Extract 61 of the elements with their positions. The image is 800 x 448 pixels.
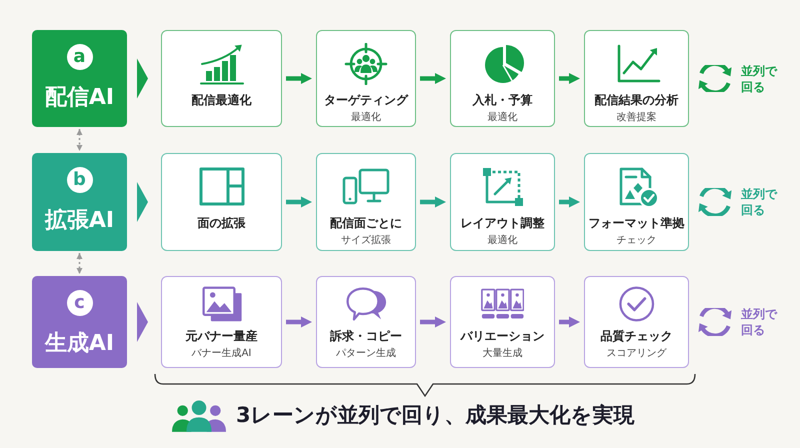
step-subtitle: サイズ拡張 (341, 234, 391, 247)
step-title: 配信面ごとに (330, 216, 402, 231)
arrow (420, 73, 446, 84)
parallel-note: 並列で回る (741, 186, 778, 218)
parallel-note: 並列で回る (741, 62, 778, 94)
step-title: フォーマット準拠 (588, 216, 684, 231)
arrow (286, 73, 312, 84)
step-card (161, 276, 282, 368)
step-card (161, 30, 282, 127)
step-title: 入札・予算 (472, 93, 532, 108)
lane-card (32, 153, 127, 251)
step-subtitle: スコアリング (606, 347, 666, 360)
step-title: バリエーション (460, 329, 544, 344)
step-title: 訴求・コピー (330, 329, 402, 344)
lane-title: 配信AI (44, 85, 114, 111)
arrow (286, 196, 312, 208)
parallel-note: 並列で回る (741, 306, 778, 338)
step-title: 配信最適化 (192, 93, 252, 108)
step-title: 元バナー量産 (186, 329, 258, 344)
step-title: レイアウト調整 (460, 216, 544, 231)
arrow (420, 316, 446, 328)
lane-letter: c (66, 290, 92, 316)
chevron-arrow (137, 58, 148, 98)
step-card (316, 30, 416, 127)
step-card (316, 153, 416, 251)
step-subtitle: 最適化 (351, 111, 381, 124)
arrow (559, 73, 580, 84)
step-title: 品質チェック (600, 329, 672, 344)
step-card (450, 153, 555, 251)
arrow (559, 196, 580, 208)
arrow (559, 316, 580, 328)
summary-text: 3レーンが並列で回り、成果最大化を実現 (236, 402, 635, 429)
lane-letter: a (66, 44, 92, 70)
step-subtitle: バナー生成AI (192, 347, 252, 360)
chevron-arrow (137, 182, 148, 222)
step-subtitle: 大量生成 (482, 347, 522, 360)
step-card (316, 276, 416, 368)
double-arrow (76, 253, 82, 274)
lane-title: 拡張AI (44, 208, 114, 234)
step-subtitle: チェック (616, 234, 656, 247)
lane-letter: b (66, 167, 92, 193)
step-title: 面の拡張 (198, 216, 246, 231)
step-card (161, 153, 282, 251)
step-subtitle: 最適化 (488, 111, 518, 124)
lane-card (32, 276, 127, 368)
step-card (584, 276, 689, 368)
double-arrow (76, 129, 82, 151)
step-subtitle: 改善提案 (616, 111, 656, 124)
lane-card (32, 30, 127, 127)
chevron-arrow (137, 302, 148, 342)
lane-title: 生成AI (44, 331, 114, 357)
step-card (584, 30, 689, 127)
step-subtitle: 最適化 (488, 234, 518, 247)
step-subtitle: パターン生成 (336, 347, 396, 360)
arrow (420, 196, 446, 208)
arrow (286, 316, 312, 328)
step-title: 配信結果の分析 (594, 93, 678, 108)
step-card (450, 276, 555, 368)
step-title: ターゲティング (324, 93, 408, 108)
step-card (584, 153, 689, 251)
step-card (450, 30, 555, 127)
